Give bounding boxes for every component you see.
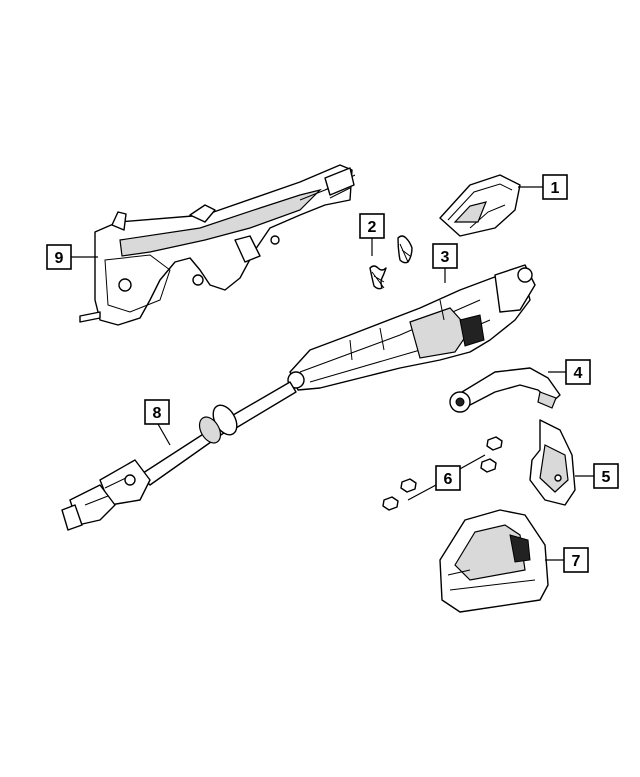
part-4-tilt-lever: [449, 367, 561, 413]
svg-text:3: 3: [441, 249, 450, 266]
leader-6a: [457, 454, 486, 471]
part-8-intermediate-shaft: [61, 381, 297, 531]
svg-text:2: 2: [368, 219, 377, 236]
callout-5: 5: [593, 463, 619, 489]
callout-9: 9: [46, 244, 72, 270]
svg-text:4: 4: [574, 365, 583, 382]
callout-1: 1: [542, 174, 568, 200]
part-7-lower-shroud: [439, 509, 549, 613]
callout-6: 6: [435, 465, 461, 491]
callout-2: 2: [359, 213, 385, 239]
part-5-shroud-trim: [529, 419, 576, 506]
part-6-nuts: [382, 436, 503, 511]
leader-6b: [407, 484, 437, 501]
part-9-support-bracket: [79, 164, 356, 326]
leader-8: [157, 423, 171, 446]
callout-4: 4: [565, 359, 591, 385]
part-3-steering-column: [287, 264, 536, 391]
callout-7: 7: [563, 547, 589, 573]
part-1-upper-shroud: [439, 174, 521, 237]
callout-8: 8: [144, 399, 170, 425]
svg-text:7: 7: [572, 553, 581, 570]
svg-text:9: 9: [55, 250, 64, 267]
callout-3: 3: [432, 243, 458, 269]
svg-text:5: 5: [602, 469, 611, 486]
svg-text:8: 8: [153, 405, 162, 422]
part-2-springs: [369, 235, 413, 290]
svg-text:6: 6: [444, 471, 453, 488]
svg-text:1: 1: [551, 180, 560, 197]
